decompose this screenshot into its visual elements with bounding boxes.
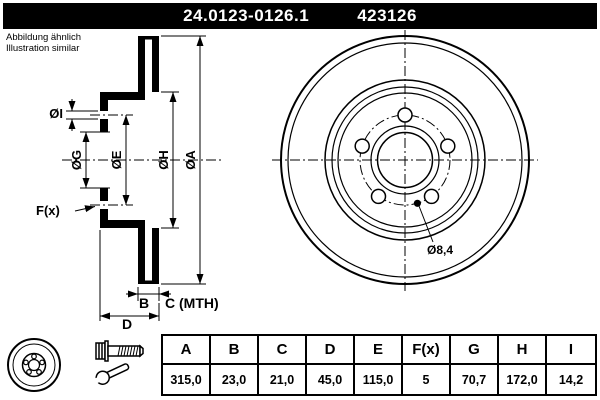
dimension-lines	[66, 35, 434, 321]
label-dia-h: ØH	[156, 150, 171, 170]
spec-value-e: 115,0	[355, 365, 403, 394]
label-dia-g: ØG	[69, 150, 84, 170]
article-number: 423126	[357, 6, 417, 25]
label-screw-dia: Ø8,4	[427, 243, 453, 257]
label-dia-a: ØA	[183, 150, 198, 170]
brake-disc-drawing: ØI ØG ØE ØH ØA F(x) B C (MTH) D Ø8,4	[36, 30, 538, 332]
catalog-number: 24.0123-0126.1	[183, 6, 310, 25]
spec-value-g: 70,7	[451, 365, 499, 394]
label-b: B	[139, 295, 149, 311]
label-f: F(x)	[36, 203, 60, 218]
spec-value-c: 21,0	[259, 365, 307, 394]
locating-screw-hole	[413, 199, 421, 207]
spec-header-e: E	[355, 336, 403, 365]
label-c-mth: C (MTH)	[165, 295, 219, 311]
bolt-icon	[95, 340, 144, 362]
brake-disc-icon	[7, 338, 61, 392]
note-line-en: Illustration similar	[6, 43, 80, 55]
spec-header-a: A	[163, 336, 211, 365]
title-bar: 24.0123-0126.1 423126	[3, 3, 597, 29]
spec-header-h: H	[499, 336, 547, 365]
fixing-parts-icons	[93, 340, 144, 385]
spec-value-h: 172,0	[499, 365, 547, 394]
spec-header-c: C	[259, 336, 307, 365]
label-dia-e: ØE	[109, 150, 124, 169]
centerlines	[62, 30, 538, 291]
spec-header-b: B	[211, 336, 259, 365]
technical-drawing: ØI ØG ØE ØH ØA F(x) B C (MTH) D Ø8,4	[0, 28, 600, 332]
lug-holes	[354, 107, 456, 205]
spec-value-f: 5	[403, 365, 451, 394]
wrench-icon	[93, 363, 130, 385]
spec-value-a: 315,0	[163, 365, 211, 394]
spec-value-i: 14,2	[558, 372, 584, 387]
label-d: D	[122, 316, 132, 332]
similarity-note: Abbildung ähnlich Illustration similar	[6, 32, 81, 55]
label-dia-i: ØI	[49, 106, 63, 121]
front-view	[280, 35, 530, 285]
spec-header-f: F(x)	[403, 336, 451, 365]
pictogram-area	[0, 334, 160, 396]
spec-header-i: I	[547, 336, 595, 365]
spec-value-b: 23,0	[211, 365, 259, 394]
note-line-de: Abbildung ähnlich	[6, 32, 82, 43]
spec-value-d: 45,0	[307, 365, 355, 394]
spec-header-g: G	[451, 336, 499, 365]
spec-table: A B C D E F(x) G H I 315,0 23,0 21,0 45,…	[161, 334, 597, 396]
spec-header-d: D	[307, 336, 355, 365]
